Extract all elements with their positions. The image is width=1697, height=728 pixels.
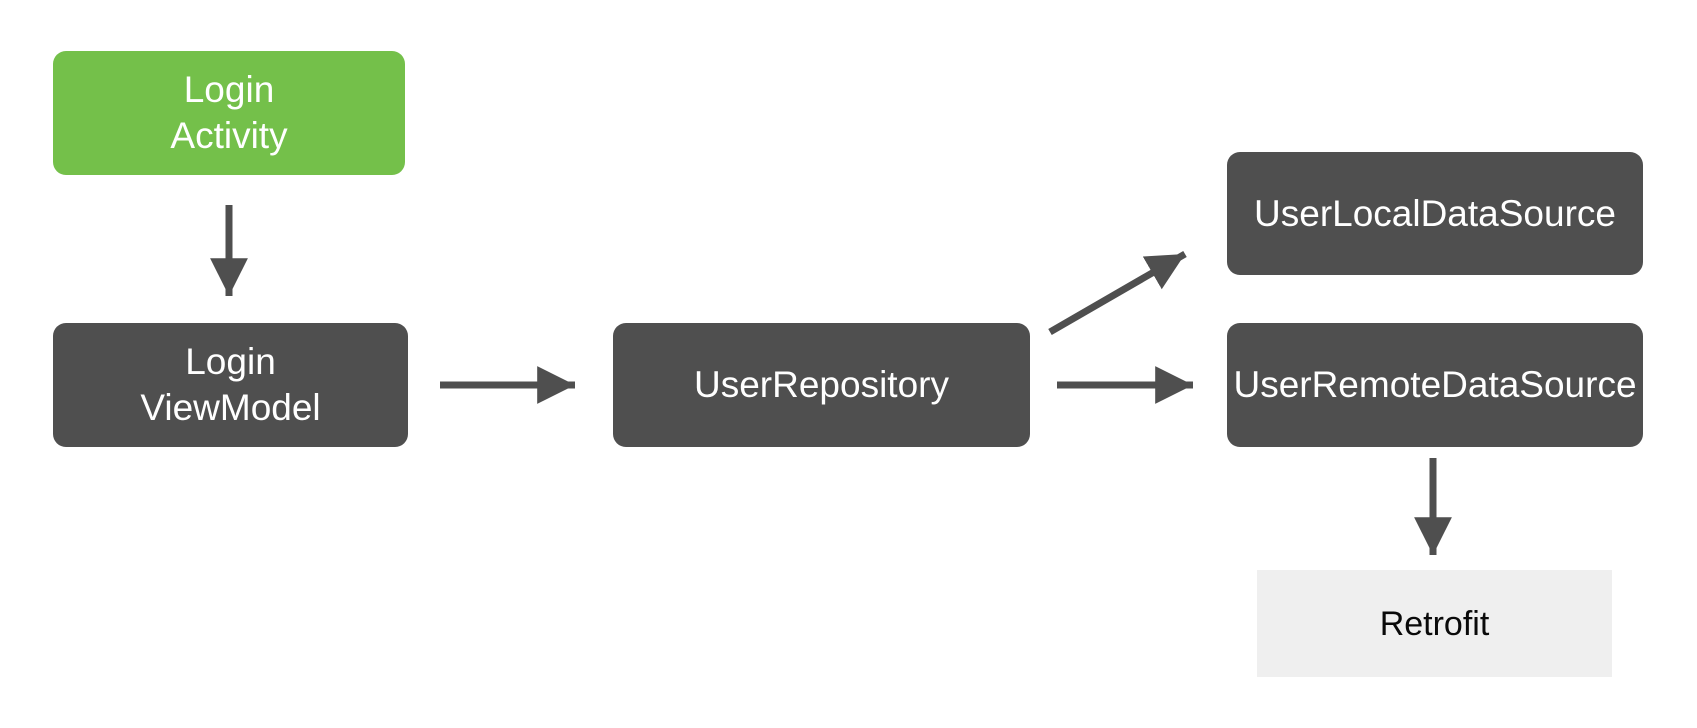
node-retrofit: Retrofit	[1257, 570, 1612, 677]
node-login-activity: Login Activity	[53, 51, 405, 175]
node-login-viewmodel: Login ViewModel	[53, 323, 408, 447]
arrow-repository-to-localdatasource	[1048, 250, 1187, 336]
node-user-remote-data-source: UserRemoteDataSource	[1227, 323, 1643, 447]
node-user-repository: UserRepository	[613, 323, 1030, 447]
node-user-local-data-source: UserLocalDataSource	[1227, 152, 1643, 275]
